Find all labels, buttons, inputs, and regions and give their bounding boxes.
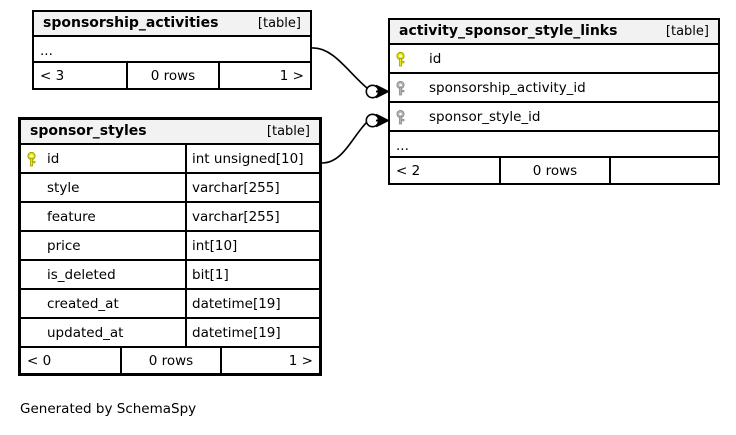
foreign-key-icon	[396, 80, 409, 96]
table-name: sponsor_styles	[30, 123, 147, 139]
foreign-key-icon	[396, 109, 409, 125]
column-label: style	[47, 179, 80, 196]
table-row[interactable]: is_deleted bit[1]	[21, 261, 319, 290]
primary-key-icon	[396, 51, 409, 67]
connector-line	[311, 47, 368, 89]
table-row[interactable]: style varchar[255]	[21, 174, 319, 203]
table-footer: < 2 0 rows	[390, 158, 718, 183]
relationship-sponsorship-activities-to-links	[311, 47, 389, 99]
column-label: price	[47, 237, 81, 254]
table-sponsorship-activities[interactable]: sponsorship_activities [table] ... < 3 0…	[32, 10, 312, 90]
table-type-tag: [table]	[266, 123, 310, 139]
primary-key-icon	[27, 151, 40, 167]
column-name-cell: style	[21, 174, 185, 201]
column-label: feature	[47, 208, 96, 225]
columns-truncated-indicator: ...	[390, 132, 718, 158]
columns-truncated-indicator: ...	[34, 37, 310, 63]
table-row[interactable]: id	[390, 45, 718, 74]
generated-by-caption: Generated by SchemaSpy	[20, 401, 197, 417]
table-row[interactable]: price int[10]	[21, 232, 319, 261]
column-name-cell: sponsor_style_id	[390, 103, 718, 130]
table-row[interactable]: id int unsigned[10]	[21, 145, 319, 174]
table-row[interactable]: updated_at datetime[19]	[21, 319, 319, 348]
column-label: id	[47, 150, 60, 167]
row-count-label: 0 rows	[120, 348, 219, 373]
next-page-button[interactable]: 1 >	[219, 348, 319, 373]
column-type-cell: datetime[19]	[185, 290, 319, 317]
prev-page-button[interactable]: < 2	[396, 162, 421, 179]
column-label: id	[429, 50, 442, 67]
column-type-cell: datetime[19]	[185, 319, 319, 346]
column-name-cell: sponsorship_activity_id	[390, 74, 718, 101]
table-row[interactable]: sponsorship_activity_id	[390, 74, 718, 103]
column-name-cell: updated_at	[21, 319, 185, 346]
table-activity-sponsor-style-links[interactable]: activity_sponsor_style_links [table] id	[388, 18, 720, 185]
table-header: sponsor_styles [table]	[21, 120, 319, 145]
column-type-cell: varchar[255]	[185, 174, 319, 201]
next-page-button[interactable]: 1 >	[217, 63, 310, 88]
column-label: sponsorship_activity_id	[429, 79, 586, 96]
crows-foot-fill	[377, 115, 388, 126]
next-page-button[interactable]	[608, 158, 718, 183]
column-label: updated_at	[47, 324, 124, 341]
column-name-cell: id	[21, 145, 185, 172]
crows-foot-fill	[377, 86, 388, 97]
table-row[interactable]: sponsor_style_id	[390, 103, 718, 132]
table-row[interactable]: created_at datetime[19]	[21, 290, 319, 319]
column-label: is_deleted	[47, 266, 116, 283]
column-type-cell: int[10]	[185, 232, 319, 259]
column-name-cell: feature	[21, 203, 185, 230]
table-row[interactable]: feature varchar[255]	[21, 203, 319, 232]
table-footer: < 3 0 rows 1 >	[34, 63, 310, 88]
table-header: sponsorship_activities [table]	[34, 12, 310, 37]
table-sponsor-styles[interactable]: sponsor_styles [table] id int unsigned[1…	[18, 117, 322, 376]
column-name-cell: price	[21, 232, 185, 259]
table-name: activity_sponsor_style_links	[399, 23, 618, 39]
table-type-tag: [table]	[257, 15, 301, 31]
relationship-sponsor-styles-to-links	[321, 113, 389, 164]
connector-line	[321, 121, 368, 164]
table-type-tag: [table]	[665, 23, 709, 39]
row-count-label: 0 rows	[499, 158, 608, 183]
column-name-cell: is_deleted	[21, 261, 185, 288]
column-name-cell: id	[390, 45, 718, 72]
column-type-cell: varchar[255]	[185, 203, 319, 230]
prev-page-button[interactable]: < 0	[27, 352, 52, 369]
column-label: sponsor_style_id	[429, 108, 541, 125]
table-header: activity_sponsor_style_links [table]	[390, 20, 718, 45]
cardinality-zero-circle	[365, 84, 380, 99]
column-type-cell: int unsigned[10]	[185, 145, 319, 172]
prev-page-button[interactable]: < 3	[40, 67, 65, 84]
column-label: created_at	[47, 295, 119, 312]
crows-foot-icon	[375, 84, 389, 99]
column-type-cell: bit[1]	[185, 261, 319, 288]
cardinality-zero-circle	[365, 113, 380, 128]
crows-foot-icon	[375, 113, 389, 128]
table-name: sponsorship_activities	[43, 15, 219, 31]
column-name-cell: created_at	[21, 290, 185, 317]
table-footer: < 0 0 rows 1 >	[21, 348, 319, 373]
row-count-label: 0 rows	[125, 63, 218, 88]
